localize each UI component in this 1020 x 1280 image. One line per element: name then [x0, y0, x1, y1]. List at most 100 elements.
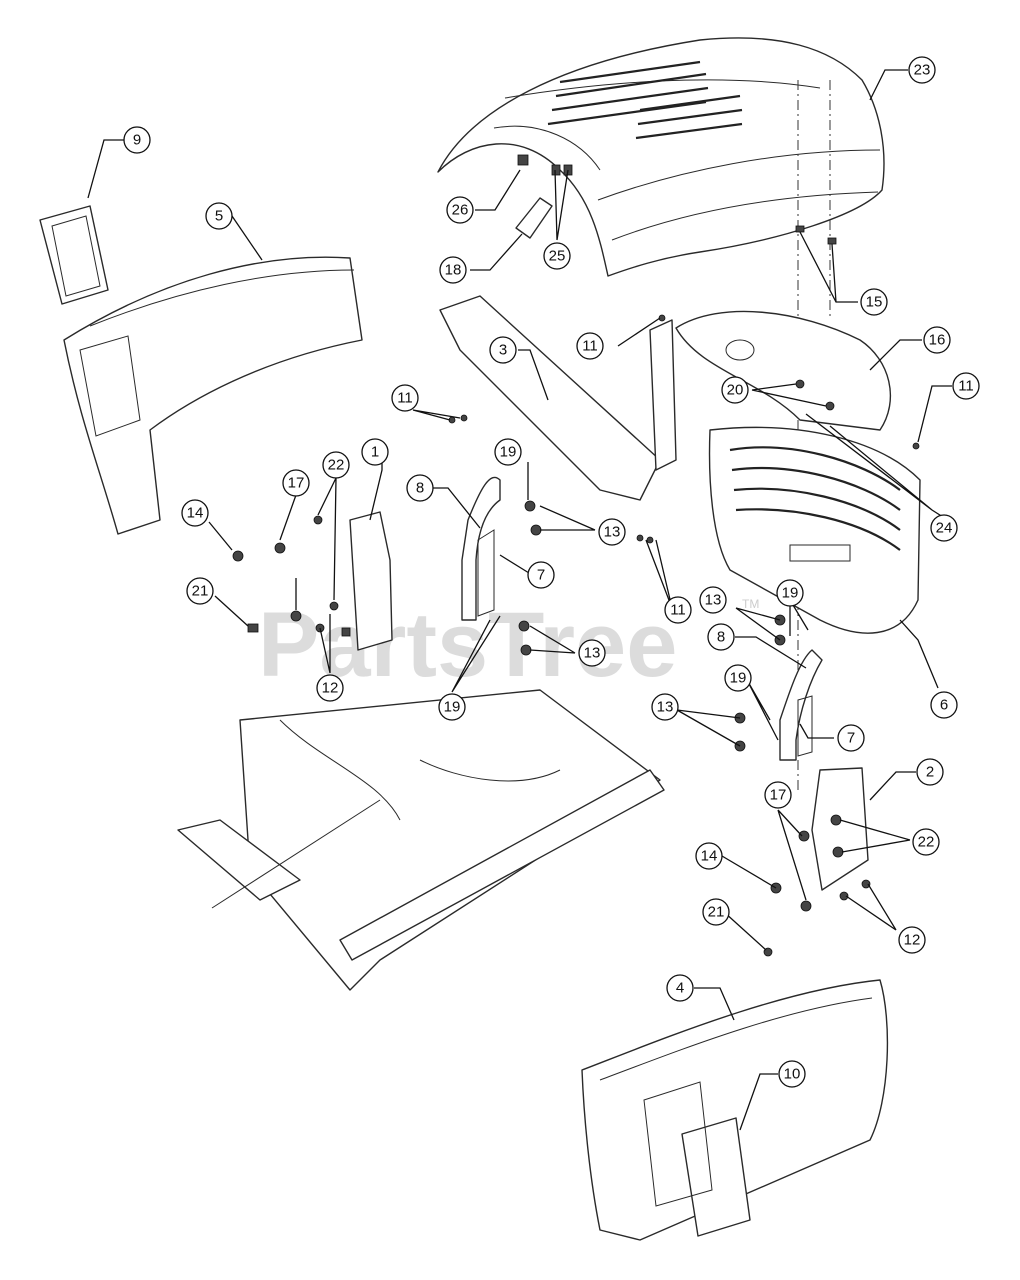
svg-text:11: 11	[397, 390, 413, 407]
part-bumper-insert	[643, 1081, 751, 1237]
callout-19-right-lower: 19	[724, 664, 752, 692]
callout-17-left: 17	[282, 469, 310, 497]
svg-text:5: 5	[215, 208, 223, 225]
callout-20: 20	[721, 376, 749, 404]
callout-4: 4	[666, 974, 694, 1002]
part-headlight-bracket	[675, 310, 892, 431]
svg-text:19: 19	[782, 585, 799, 602]
callout-15: 15	[860, 288, 888, 316]
part-pivot-bar-left	[461, 476, 501, 621]
svg-text:21: 21	[192, 583, 209, 600]
svg-text:8: 8	[416, 480, 424, 497]
svg-text:17: 17	[770, 787, 787, 804]
callout-1: 1	[361, 438, 389, 466]
svg-text:24: 24	[936, 520, 953, 537]
svg-text:21: 21	[708, 904, 725, 921]
callout-13-right-lower: 13	[651, 693, 679, 721]
leader-lines	[87, 69, 955, 1131]
callout-13-right-upper: 13	[699, 586, 727, 614]
callout-6: 6	[930, 691, 958, 719]
svg-text:12: 12	[322, 680, 339, 697]
svg-text:13: 13	[657, 699, 674, 716]
callout-13-lower-left: 13	[578, 639, 606, 667]
callout-7-left: 7	[527, 561, 555, 589]
svg-text:17: 17	[288, 475, 305, 492]
svg-text:4: 4	[676, 980, 684, 997]
svg-text:14: 14	[187, 505, 204, 522]
callout-8-left: 8	[406, 474, 434, 502]
callout-25: 25	[543, 242, 571, 270]
callout-18: 18	[439, 256, 467, 284]
svg-text:12: 12	[904, 932, 921, 949]
svg-text:16: 16	[929, 332, 946, 349]
callout-5: 5	[205, 202, 233, 230]
part-hinge-bracket-right	[811, 767, 869, 891]
callout-19-upper-left: 19	[494, 438, 522, 466]
svg-text:10: 10	[784, 1066, 801, 1083]
svg-text:9: 9	[133, 132, 141, 149]
svg-text:15: 15	[866, 294, 883, 311]
callout-14-right: 14	[695, 842, 723, 870]
svg-text:6: 6	[940, 697, 948, 714]
callout-2: 2	[916, 758, 944, 786]
svg-text:22: 22	[328, 457, 345, 474]
svg-text:11: 11	[670, 602, 686, 619]
svg-text:19: 19	[444, 699, 461, 716]
svg-text:19: 19	[730, 670, 747, 687]
svg-text:18: 18	[445, 262, 462, 279]
callout-12-left: 12	[316, 674, 344, 702]
hardware-fasteners	[232, 225, 920, 957]
part-hood-hinge-hardware	[515, 154, 573, 239]
callout-16: 16	[923, 326, 951, 354]
callout-13-upper-left: 13	[598, 518, 626, 546]
callout-24: 24	[930, 514, 958, 542]
svg-text:13: 13	[705, 592, 722, 609]
part-front-bumper	[581, 979, 889, 1241]
part-frame-assembly	[177, 689, 665, 991]
callout-11-right: 11	[952, 372, 980, 400]
svg-text:22: 22	[918, 834, 935, 851]
svg-text:13: 13	[584, 645, 601, 662]
callout-23: 23	[908, 56, 936, 84]
part-pivot-bar-right	[779, 649, 823, 761]
callout-8-right: 8	[707, 623, 735, 651]
part-small-panel	[39, 205, 109, 305]
callout-19-right-upper: 19	[776, 579, 804, 607]
callout-3: 3	[489, 336, 517, 364]
svg-text:13: 13	[604, 524, 621, 541]
svg-text:7: 7	[537, 567, 545, 584]
part-hood	[437, 37, 885, 790]
svg-text:2: 2	[926, 764, 934, 781]
callout-11-upper: 11	[576, 332, 604, 360]
svg-text:11: 11	[582, 338, 598, 355]
callout-7-right: 7	[837, 724, 865, 752]
callout-11-lower: 11	[664, 596, 692, 624]
callout-11-left: 11	[391, 384, 419, 412]
part-front-grille	[708, 426, 921, 634]
callout-17-right: 17	[764, 781, 792, 809]
svg-text:26: 26	[452, 202, 469, 219]
svg-text:23: 23	[914, 62, 931, 79]
callout-10: 10	[778, 1060, 806, 1088]
trademark-mark: TM	[742, 597, 759, 611]
svg-text:14: 14	[701, 848, 718, 865]
svg-text:3: 3	[499, 342, 507, 359]
part-hood-support	[439, 295, 677, 501]
svg-text:25: 25	[549, 248, 566, 265]
callout-9: 9	[123, 126, 151, 154]
callout-12-right: 12	[898, 926, 926, 954]
svg-text:1: 1	[371, 444, 379, 461]
callout-14-left: 14	[181, 499, 209, 527]
part-dash-panel	[63, 256, 363, 535]
callout-19-lower-left: 19	[438, 693, 466, 721]
svg-text:20: 20	[727, 382, 744, 399]
svg-text:11: 11	[958, 378, 974, 395]
callout-21-left: 21	[186, 577, 214, 605]
callout-21-right: 21	[702, 898, 730, 926]
svg-text:7: 7	[847, 730, 855, 747]
svg-text:8: 8	[717, 629, 725, 646]
part-hinge-bracket-left	[341, 511, 393, 651]
callout-26: 26	[446, 196, 474, 224]
svg-text:19: 19	[500, 444, 517, 461]
